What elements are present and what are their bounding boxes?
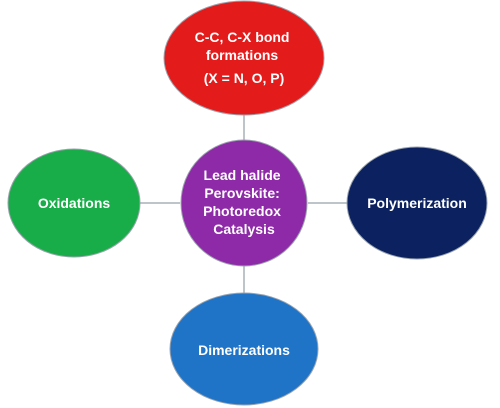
center-node: Lead halide Perovskite: Photoredox Catal…: [180, 139, 308, 267]
bottom-node: Dimerizations: [169, 292, 319, 406]
top-node: C-C, C-X bond formations (X = N, O, P): [163, 0, 325, 116]
top-node-line-2: formations: [206, 47, 279, 63]
bottom-node-label: Dimerizations: [198, 342, 290, 358]
bottom-node-shape: [169, 292, 319, 406]
svg-text:Oxidations: Oxidations: [38, 195, 111, 211]
svg-text:Polymerization: Polymerization: [367, 195, 467, 211]
top-node-shape: [163, 0, 325, 116]
svg-text:Lead halide Perovskite:: Lead halide Perovskite: Photoredox Catal…: [203, 167, 285, 237]
center-node-line-1: Lead halide: [204, 167, 281, 183]
center-node-shape: [180, 139, 308, 267]
center-node-line-4: Catalysis: [213, 221, 275, 237]
left-node: Oxidations: [7, 148, 141, 258]
right-node-label: Polymerization: [367, 195, 467, 211]
top-node-line-1: C-C, C-X bond: [195, 29, 290, 45]
right-node: Polymerization: [346, 146, 488, 260]
svg-text:C-C, C-X bond formations: C-C, C-X bond formations (X = N, O, P): [195, 29, 294, 86]
svg-text:Dimerizations: Dimerizations: [198, 342, 290, 358]
center-node-line-2: Perovskite:: [204, 185, 279, 201]
center-node-line-3: Photoredox: [203, 203, 281, 219]
left-node-label: Oxidations: [38, 195, 111, 211]
top-node-line-3: (X = N, O, P): [204, 70, 285, 86]
right-node-shape: [346, 146, 488, 260]
left-node-shape: [7, 148, 141, 258]
